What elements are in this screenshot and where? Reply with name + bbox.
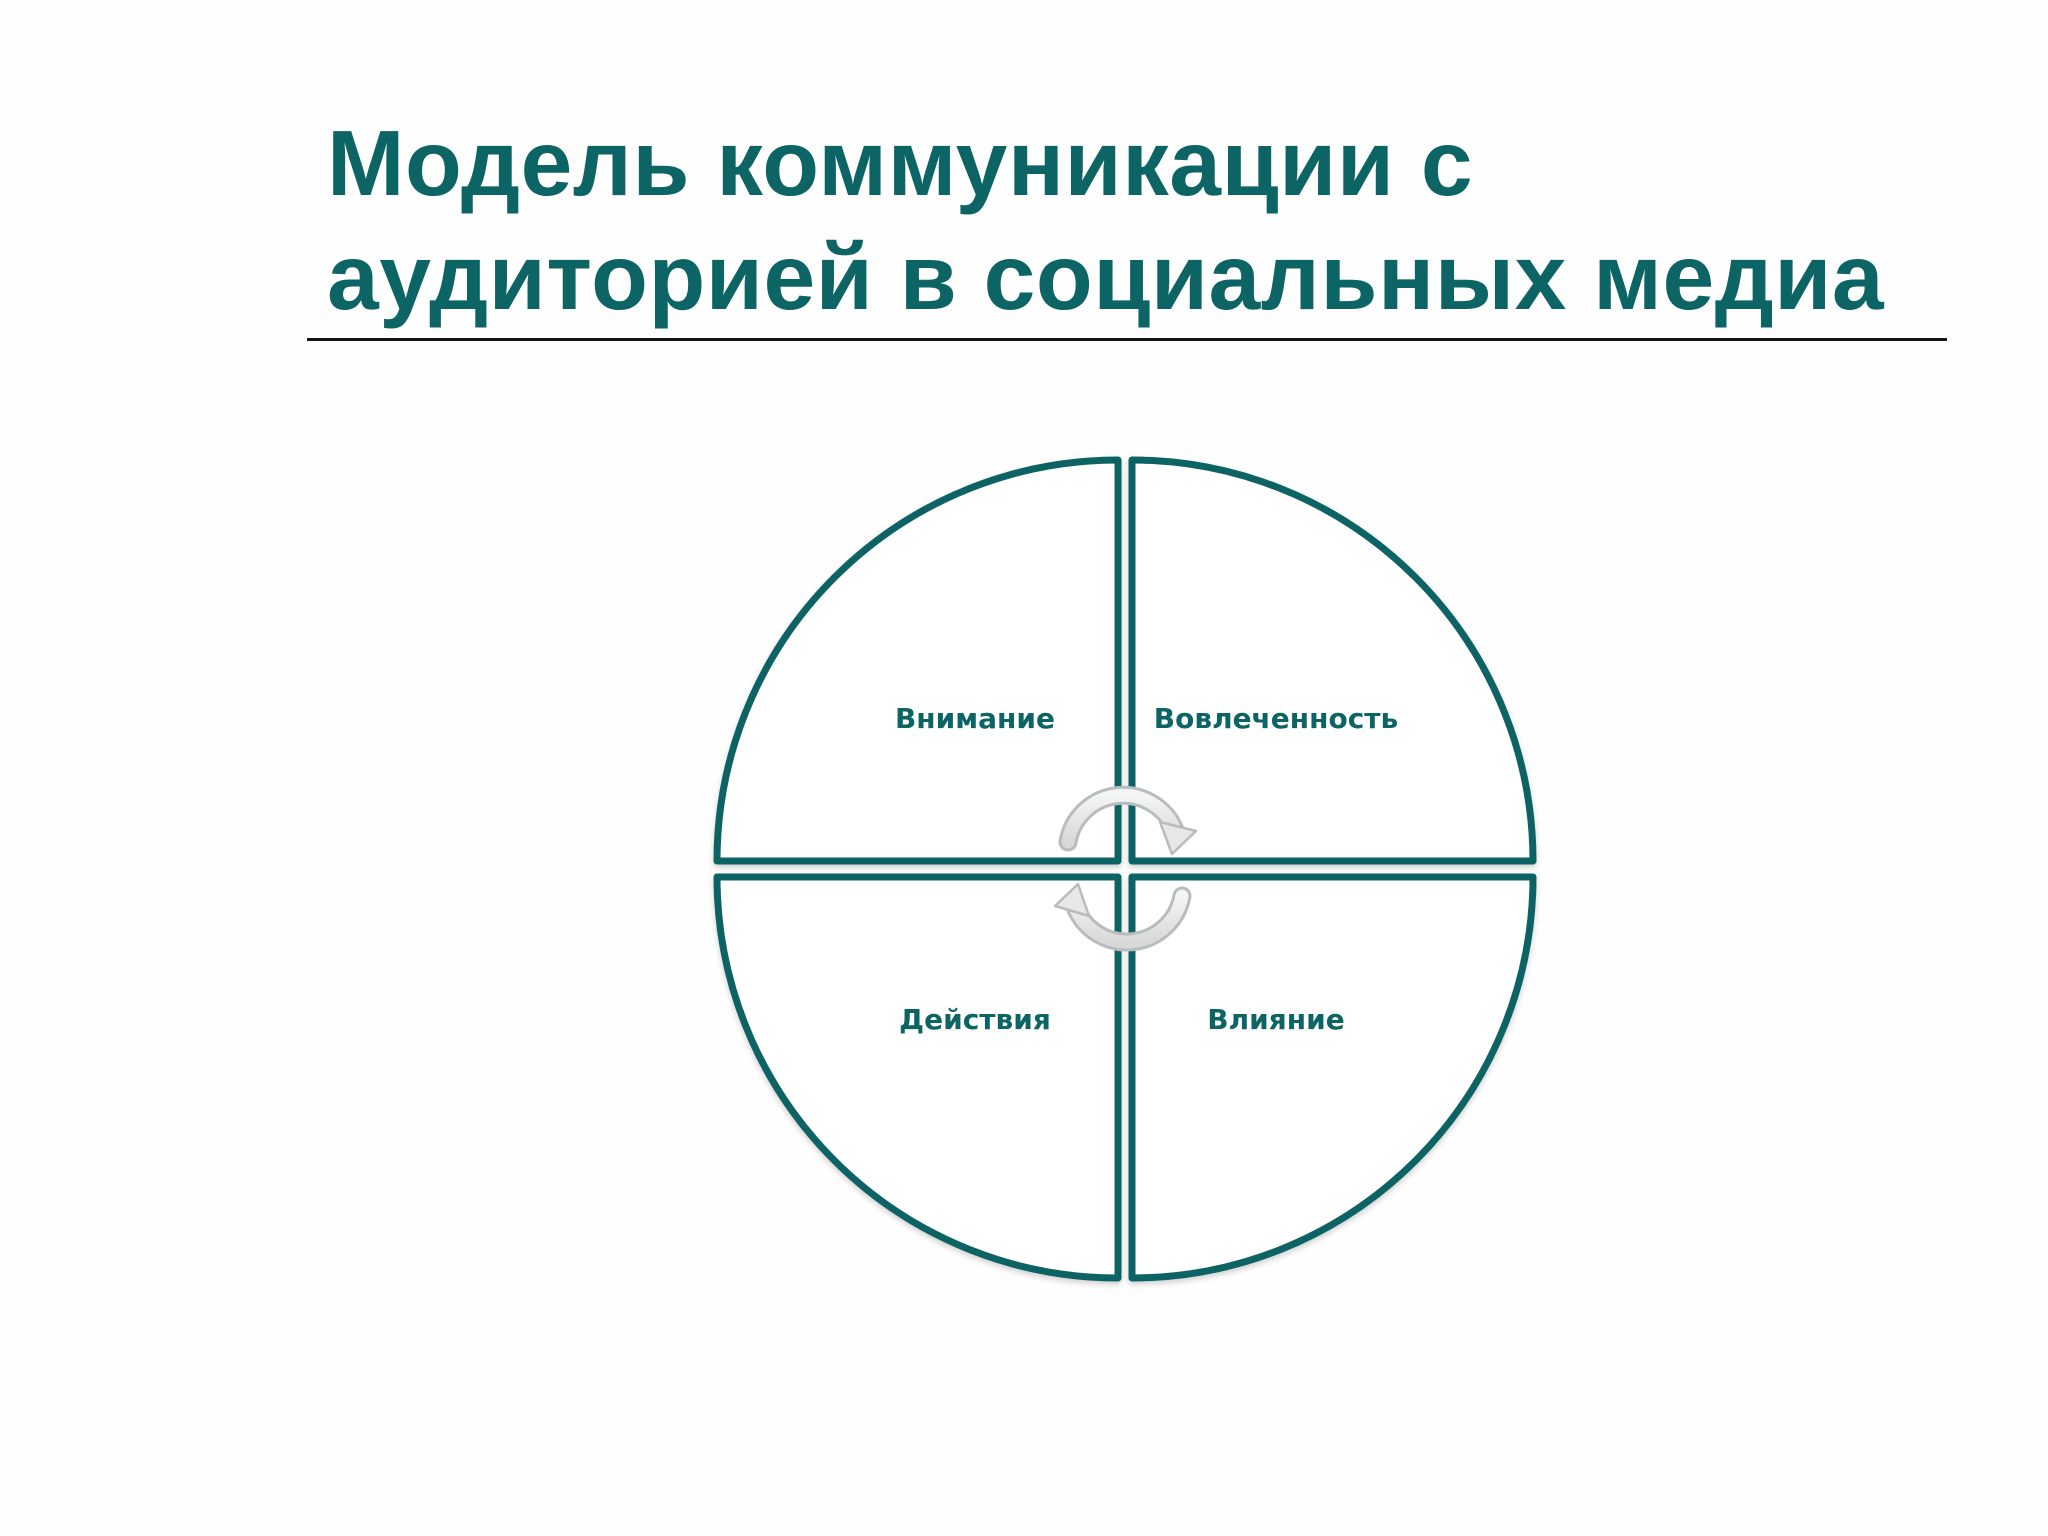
title-line-2: аудиторией в социальных медиа [327, 225, 1885, 329]
slide-title: Модель коммуникации с аудиторией в социа… [327, 106, 1947, 334]
quadrant-bottom-right [1128, 873, 1537, 1282]
label-influence: Влияние [1207, 1003, 1344, 1036]
cycle-arrow-bottom-icon [1053, 882, 1192, 952]
quadrant-bottom-left [713, 873, 1122, 1282]
label-attention: Внимание [895, 702, 1055, 735]
label-actions: Действия [899, 1003, 1051, 1036]
cycle-arrow-top-icon [1058, 785, 1198, 856]
communication-cycle-diagram: Внимание Вовлеченность Действия Влияние [713, 456, 1537, 1282]
label-engagement: Вовлеченность [1154, 702, 1398, 735]
quadrant-top-left [713, 456, 1122, 865]
cycle-arrows [1053, 785, 1198, 952]
title-line-1: Модель коммуникации с [327, 111, 1474, 215]
title-divider [307, 338, 1947, 341]
quadrant-top-right [1128, 456, 1537, 865]
